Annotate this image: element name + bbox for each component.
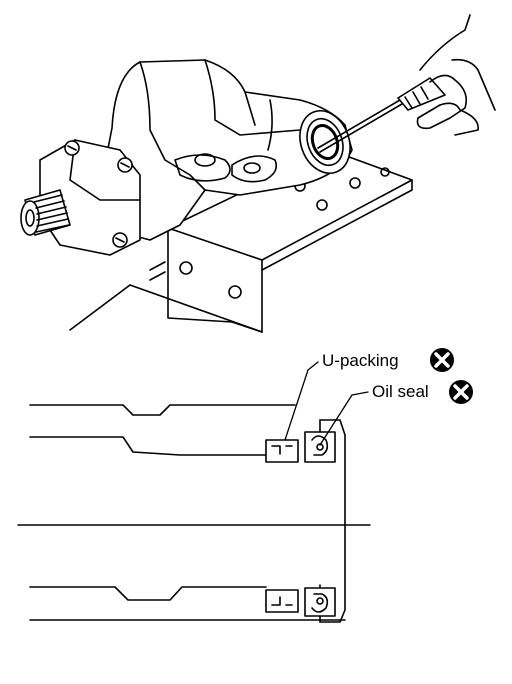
oil-seal-label: Oil seal — [372, 382, 429, 401]
screwdriver-handle — [397, 77, 446, 111]
oil-seal-leader — [319, 391, 369, 446]
hand — [416, 14, 471, 130]
u-packing-label: U-packing — [322, 351, 399, 370]
u-packing-leader — [284, 361, 319, 441]
seal-cross-section — [17, 361, 371, 623]
screwdriver-shaft — [317, 99, 403, 153]
u-packing-lower — [265, 589, 299, 613]
gear-housing — [94, 59, 353, 241]
seal-bore — [299, 110, 351, 174]
u-packing-upper — [265, 439, 299, 463]
u-packing-replace-icon — [430, 348, 454, 372]
gear-housing-illustration — [20, 14, 496, 333]
oil-seal-replace-icon — [449, 380, 473, 404]
